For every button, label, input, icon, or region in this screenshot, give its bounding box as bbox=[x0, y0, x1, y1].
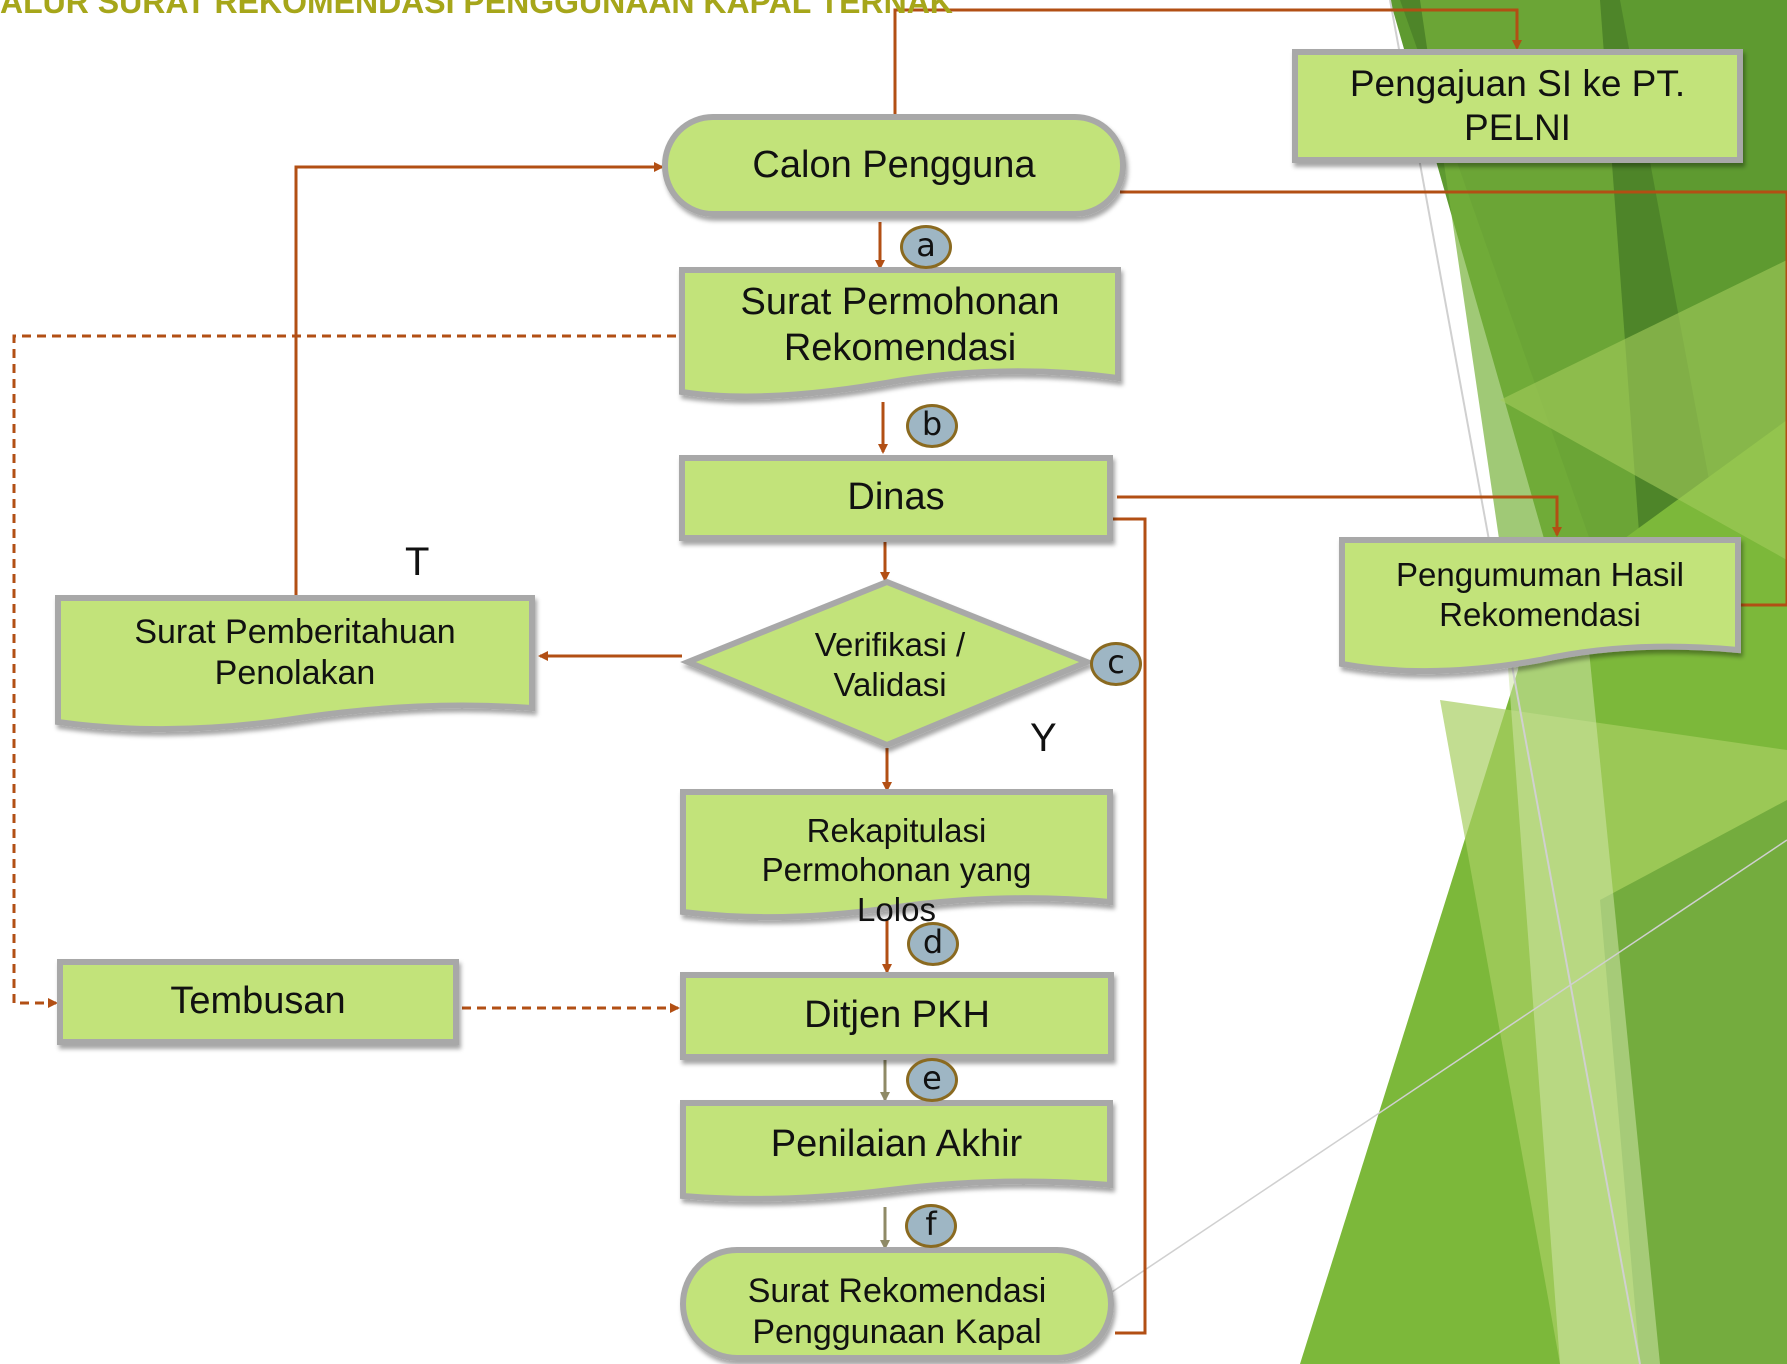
node-surat-penolakan-label: Surat Pemberitahuan Penolakan bbox=[134, 613, 456, 692]
node-penilaian[interactable]: Penilaian Akhir bbox=[683, 1103, 1110, 1187]
connector-penolakan-to-calon bbox=[294, 162, 664, 596]
node-penilaian-label: Penilaian Akhir bbox=[770, 1123, 1023, 1166]
step-badge-f: f bbox=[905, 1204, 957, 1248]
node-tembusan[interactable]: Tembusan bbox=[60, 962, 456, 1042]
calon-pengguna-shape bbox=[662, 114, 1126, 217]
dinas-shape bbox=[679, 455, 1113, 541]
node-calon-pengguna[interactable]: Calon Pengguna bbox=[665, 117, 1123, 214]
step-badge-a: a bbox=[900, 225, 952, 269]
surat-permohonan-shape bbox=[679, 267, 1121, 400]
connector-calon-to-pengumuman bbox=[1120, 190, 1787, 607]
node-calon-pengguna-label: Calon Pengguna bbox=[752, 143, 1036, 186]
connector-c-loop bbox=[1110, 517, 1147, 1335]
penilaian-shape bbox=[680, 1100, 1113, 1202]
node-ditjen-label: Ditjen PKH bbox=[804, 994, 990, 1037]
connector-calon-to-pengajuan bbox=[893, 8, 1522, 118]
pengajuan-si-shape bbox=[1292, 49, 1743, 163]
node-verifikasi[interactable]: Verifikasi / Validasi bbox=[790, 620, 990, 710]
pengumuman-shape bbox=[1339, 537, 1741, 675]
step-badge-d: d bbox=[907, 922, 959, 966]
surat-rekomendasi-shape bbox=[680, 1247, 1114, 1361]
node-surat-permohonan[interactable]: Surat Permohonan Rekomendasi bbox=[682, 270, 1118, 382]
node-surat-penolakan[interactable]: Surat Pemberitahuan Penolakan bbox=[58, 598, 532, 708]
background-decoration bbox=[1099, 0, 1787, 1364]
connector-dinas-to-pengumuman bbox=[1117, 495, 1562, 537]
connectors bbox=[294, 8, 1787, 1335]
node-ditjen[interactable]: Ditjen PKH bbox=[683, 975, 1111, 1057]
node-tembusan-label: Tembusan bbox=[170, 980, 346, 1023]
step-badge-e: e bbox=[906, 1058, 958, 1102]
verifikasi-shape bbox=[680, 578, 1095, 749]
node-rekapitulasi-label: Rekapitulasi Permohonan yang Lolos bbox=[761, 811, 1032, 928]
rekapitulasi-shape bbox=[680, 789, 1113, 921]
ditjen-shape bbox=[680, 972, 1114, 1060]
step-badge-b: b bbox=[906, 404, 958, 448]
node-rekapitulasi[interactable]: Rekapitulasi Permohonan yang Lolos bbox=[683, 800, 1110, 940]
branch-label-yes: Y bbox=[1030, 716, 1057, 760]
step-badge-c: c bbox=[1090, 642, 1142, 686]
dashed-connectors bbox=[12, 334, 680, 1013]
node-verifikasi-label: Verifikasi / Validasi bbox=[814, 626, 966, 703]
node-dinas[interactable]: Dinas bbox=[682, 458, 1110, 538]
node-surat-permohonan-label: Surat Permohonan Rekomendasi bbox=[740, 281, 1060, 369]
branch-label-no: T bbox=[405, 540, 430, 584]
node-pengumuman[interactable]: Pengumuman Hasil Rekomendasi bbox=[1342, 540, 1738, 650]
node-dinas-label: Dinas bbox=[847, 476, 945, 519]
page-title: ALUR SURAT REKOMENDASI PENGGUNAAN KAPAL … bbox=[0, 0, 953, 20]
node-surat-rekomendasi[interactable]: Surat Rekomendasi Penggunaan Kapal bbox=[683, 1260, 1111, 1364]
connector-permohonan-to-tembusan bbox=[12, 334, 676, 1008]
node-surat-rekomendasi-label: Surat Rekomendasi Penggunaan Kapal bbox=[747, 1272, 1047, 1351]
tembusan-shape bbox=[57, 959, 459, 1045]
surat-penolakan-shape bbox=[55, 595, 535, 733]
node-pengumuman-label: Pengumuman Hasil Rekomendasi bbox=[1396, 556, 1684, 633]
node-pengajuan-si-label: Pengajuan SI ke PT. PELNI bbox=[1349, 62, 1686, 148]
node-pengajuan-si[interactable]: Pengajuan SI ke PT. PELNI bbox=[1295, 52, 1740, 160]
